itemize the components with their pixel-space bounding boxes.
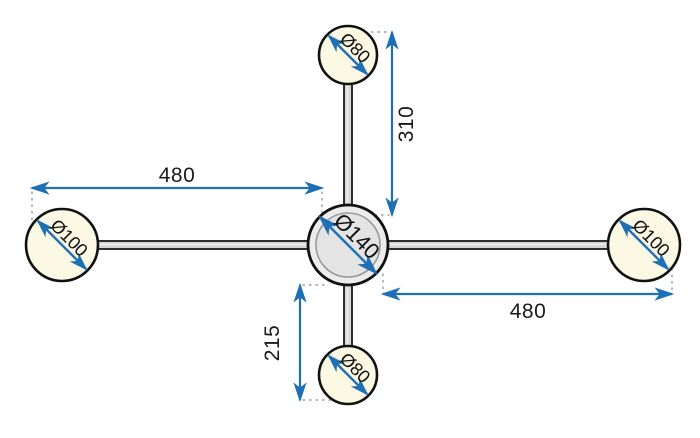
bottom-pad-diameter-leader — [327, 354, 369, 396]
dim-310-right-label: 310 — [395, 106, 418, 143]
diameter-leaders — [36, 34, 670, 396]
dim-480-top-left-label: 480 — [159, 164, 196, 187]
dim-480-bottom-right-label: 480 — [510, 300, 547, 323]
dim-215-left-label: 215 — [261, 325, 284, 362]
top-pad-diameter-leader — [327, 34, 369, 76]
hub-diameter-leader — [318, 215, 378, 275]
left-pad-diameter-leader — [36, 219, 88, 271]
dimension-lines — [29, 29, 675, 403]
right-pad-diameter-leader — [618, 219, 670, 271]
